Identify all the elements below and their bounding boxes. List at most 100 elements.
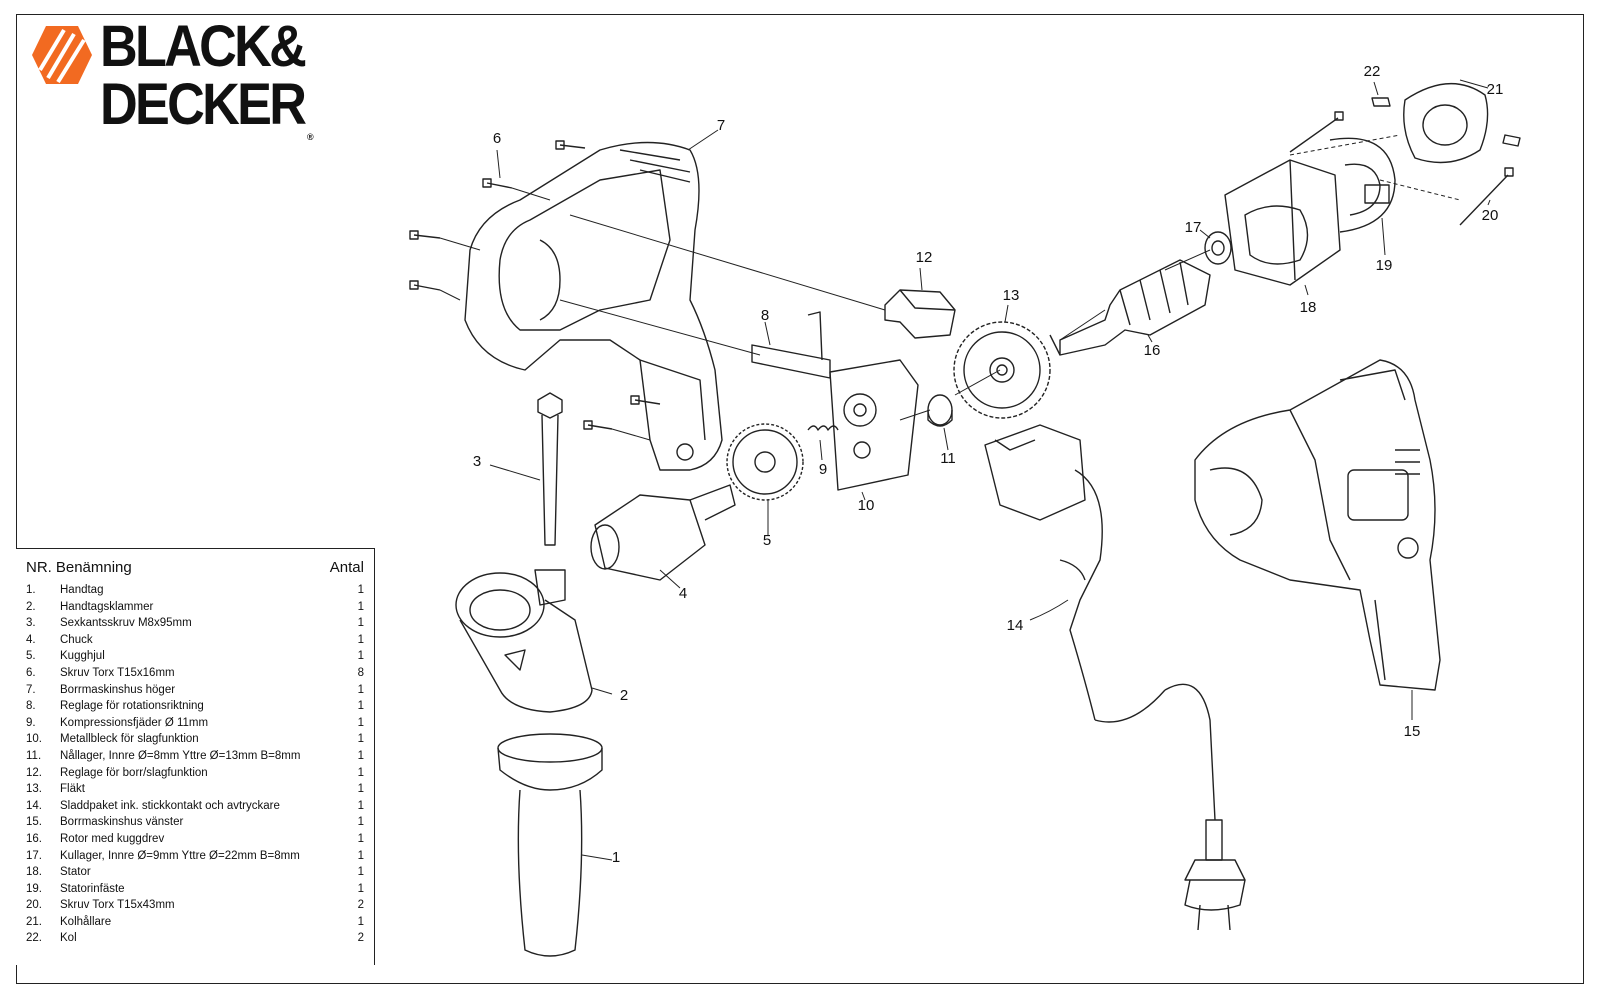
callout-16: 16 bbox=[1144, 342, 1161, 359]
part-3-bolt bbox=[537, 392, 563, 546]
cell-name: Kullager, Innre Ø=9mm Yttre Ø=22mm B=8mm bbox=[60, 849, 300, 862]
callout-18: 18 bbox=[1300, 299, 1317, 316]
part-9-spring bbox=[807, 425, 839, 431]
page-frame bbox=[16, 14, 1584, 984]
cell-nr: 9. bbox=[26, 716, 36, 729]
header-name: Benämning bbox=[55, 559, 132, 576]
part-21-brush-holder bbox=[1403, 83, 1489, 164]
cell-name: Handtag bbox=[60, 584, 104, 596]
callout-2: 2 bbox=[620, 687, 628, 704]
callout-20: 20 bbox=[1482, 207, 1499, 224]
part-17-bearing bbox=[1204, 231, 1232, 265]
cell-nr: 6. bbox=[26, 666, 36, 679]
cell-qty: 1 bbox=[357, 866, 364, 879]
callout-5: 5 bbox=[763, 532, 771, 549]
callout-6: 6 bbox=[493, 130, 501, 147]
cell-qty: 1 bbox=[357, 600, 364, 613]
cell-nr: 19. bbox=[26, 882, 42, 895]
cell-nr: 10. bbox=[26, 733, 42, 746]
cell-name: Skruv Torx T15x43mm bbox=[60, 899, 175, 912]
cell-name: Borrmaskinshus höger bbox=[60, 683, 176, 696]
table-row: 17.Kullager, Innre Ø=9mm Yttre Ø=22mm B=… bbox=[16, 848, 374, 865]
cell-name: Kompressionsfjäder Ø 11mm bbox=[60, 716, 209, 729]
cell-qty: 1 bbox=[357, 766, 364, 779]
cell-nr: 21. bbox=[26, 915, 42, 928]
callout-19: 19 bbox=[1376, 257, 1393, 274]
callout-9: 9 bbox=[819, 461, 827, 478]
cell-qty: 1 bbox=[357, 882, 364, 895]
callout-21: 21 bbox=[1487, 81, 1504, 98]
callout-4: 4 bbox=[679, 585, 687, 602]
part-1-handle bbox=[497, 733, 603, 957]
cell-nr: 12. bbox=[26, 766, 42, 779]
cell-name: Sexkantsskruv M8x95mm bbox=[60, 617, 192, 630]
cell-qty: 1 bbox=[357, 716, 364, 729]
cell-nr: 5. bbox=[26, 650, 36, 663]
cell-nr: 13. bbox=[26, 783, 42, 796]
part-14-cord-switch bbox=[984, 424, 1246, 931]
table-row: 9. Kompressionsfjäder Ø 11mm 1 bbox=[16, 715, 374, 732]
part-7-housing-right bbox=[464, 141, 723, 471]
callout-22: 22 bbox=[1364, 63, 1381, 80]
table-row: 19. Statorinfäste 1 bbox=[16, 881, 374, 898]
cell-nr: 1. bbox=[26, 584, 36, 596]
cell-nr: 15. bbox=[26, 816, 42, 829]
callout-10: 10 bbox=[858, 497, 875, 514]
cell-name: Kol bbox=[60, 932, 77, 945]
part-22-brushes bbox=[1371, 97, 1521, 147]
cell-nr: 14. bbox=[26, 799, 42, 812]
cell-name: Kugghjul bbox=[60, 650, 105, 663]
cell-name: Nållager, Innre Ø=8mm Yttre Ø=13mm B=8mm bbox=[60, 749, 301, 762]
cell-nr: 8. bbox=[26, 700, 36, 713]
part-15-housing-left bbox=[1194, 359, 1441, 691]
callout-15: 15 bbox=[1404, 723, 1421, 740]
part-16-rotor bbox=[1049, 259, 1211, 356]
parts-table-header: NR.Benämning Antal bbox=[16, 549, 374, 582]
cell-name: Chuck bbox=[60, 633, 93, 646]
part-5-gear bbox=[726, 423, 804, 501]
part-12-slider bbox=[884, 289, 956, 339]
cell-name: Statorinfäste bbox=[60, 882, 125, 895]
table-row: 14.Sladdpaket ink. stickkontakt och avtr… bbox=[16, 798, 374, 815]
cell-qty: 8 bbox=[357, 666, 364, 679]
brand-line-1: BLACK& bbox=[100, 14, 307, 79]
cell-qty: 2 bbox=[357, 899, 364, 912]
cell-nr: 7. bbox=[26, 683, 36, 696]
cell-qty: 1 bbox=[357, 799, 364, 812]
cell-nr: 11. bbox=[26, 749, 42, 762]
header-nr: NR. bbox=[26, 559, 52, 576]
brand-line-2: DECKER bbox=[100, 72, 307, 137]
cell-name: Skruv Torx T15x16mm bbox=[60, 666, 175, 679]
callout-12: 12 bbox=[916, 249, 933, 266]
callout-8: 8 bbox=[761, 307, 769, 324]
cell-qty: 1 bbox=[357, 849, 364, 862]
cell-nr: 2. bbox=[26, 600, 36, 613]
cell-nr: 4. bbox=[26, 633, 36, 646]
cell-nr: 3. bbox=[26, 617, 36, 630]
cell-qty: 1 bbox=[357, 650, 364, 663]
cell-qty: 1 bbox=[357, 683, 364, 696]
callout-17: 17 bbox=[1185, 219, 1202, 236]
table-row: 6. Skruv Torx T15x16mm 8 bbox=[16, 665, 374, 682]
table-row: 5. Kugghjul 1 bbox=[16, 648, 374, 665]
cell-name: Metallbleck för slagfunktion bbox=[60, 733, 199, 746]
callout-3: 3 bbox=[473, 453, 481, 470]
callout-7: 7 bbox=[717, 117, 725, 134]
cell-nr: 16. bbox=[26, 832, 42, 845]
callout-13: 13 bbox=[1003, 287, 1020, 304]
